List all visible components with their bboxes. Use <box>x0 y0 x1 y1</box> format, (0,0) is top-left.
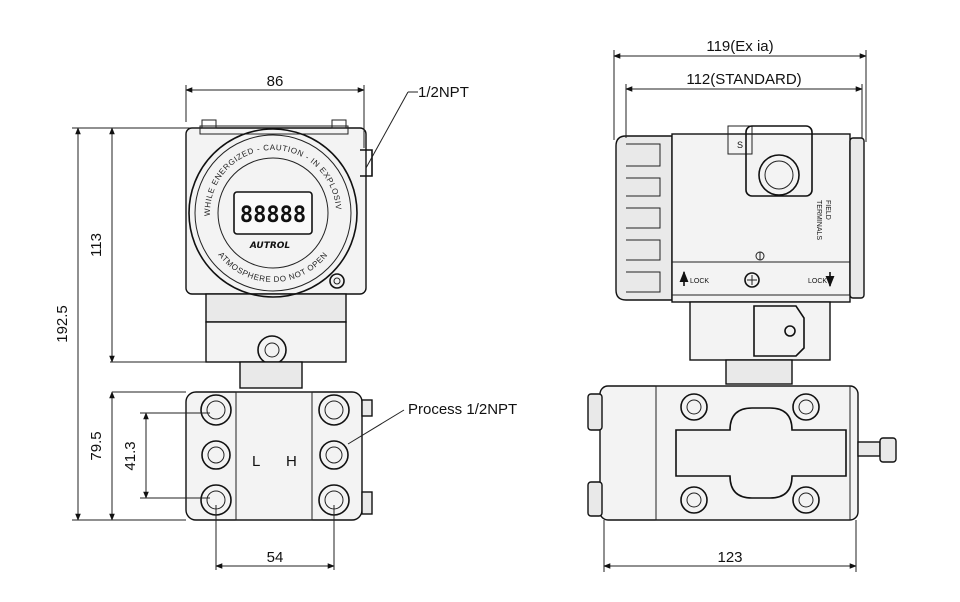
terminals-label: TERMINALS <box>815 200 822 240</box>
lcd-display <box>233 191 313 235</box>
dim-width-flange: 54 <box>215 505 335 570</box>
svg-text:86: 86 <box>267 73 284 90</box>
dim-width-ex: 119(Ex ia) <box>613 38 867 142</box>
brand-logo: AUTROL <box>249 241 291 251</box>
dim-width-front: 86 <box>185 73 365 148</box>
lock-left-label: LOCK <box>690 278 709 285</box>
dim-width-standard: 112(STANDARD) <box>625 71 863 138</box>
svg-text:Process 1/2NPT: Process 1/2NPT <box>408 401 517 418</box>
dim-width-side: 123 <box>603 520 857 572</box>
svg-text:119(Ex ia): 119(Ex ia) <box>706 38 773 55</box>
svg-text:79.5: 79.5 <box>88 431 105 460</box>
svg-text:192.5: 192.5 <box>54 305 71 343</box>
front-view: WHILE ENERGIZED - CAUTION - IN EXPLOSIVE… <box>0 0 517 570</box>
side-view: S FIELD TERMINALS LOCK LOCK <box>587 38 897 572</box>
dim-heights: 113 192.5 79.5 41.3 <box>54 127 210 521</box>
front-neck <box>205 293 347 323</box>
side-housing <box>671 133 851 303</box>
dim-process-connection: Process 1/2NPT <box>347 401 517 445</box>
svg-text:41.3: 41.3 <box>122 441 139 470</box>
port-high-label: H <box>286 453 297 470</box>
svg-text:1/2NPT: 1/2NPT <box>418 84 469 101</box>
svg-text:112(STANDARD): 112(STANDARD) <box>686 71 801 88</box>
port-low-label: L <box>252 453 260 470</box>
lock-right-label: LOCK <box>808 278 827 285</box>
lcd-digits: 88888 <box>240 203 306 228</box>
front-flange <box>185 391 363 521</box>
field-label: FIELD <box>824 200 831 220</box>
s-label: S <box>737 140 743 150</box>
svg-text:113: 113 <box>88 233 105 257</box>
svg-text:54: 54 <box>267 549 284 566</box>
svg-text:123: 123 <box>717 549 742 566</box>
dim-conduit-thread: 1/2NPT <box>365 84 469 169</box>
